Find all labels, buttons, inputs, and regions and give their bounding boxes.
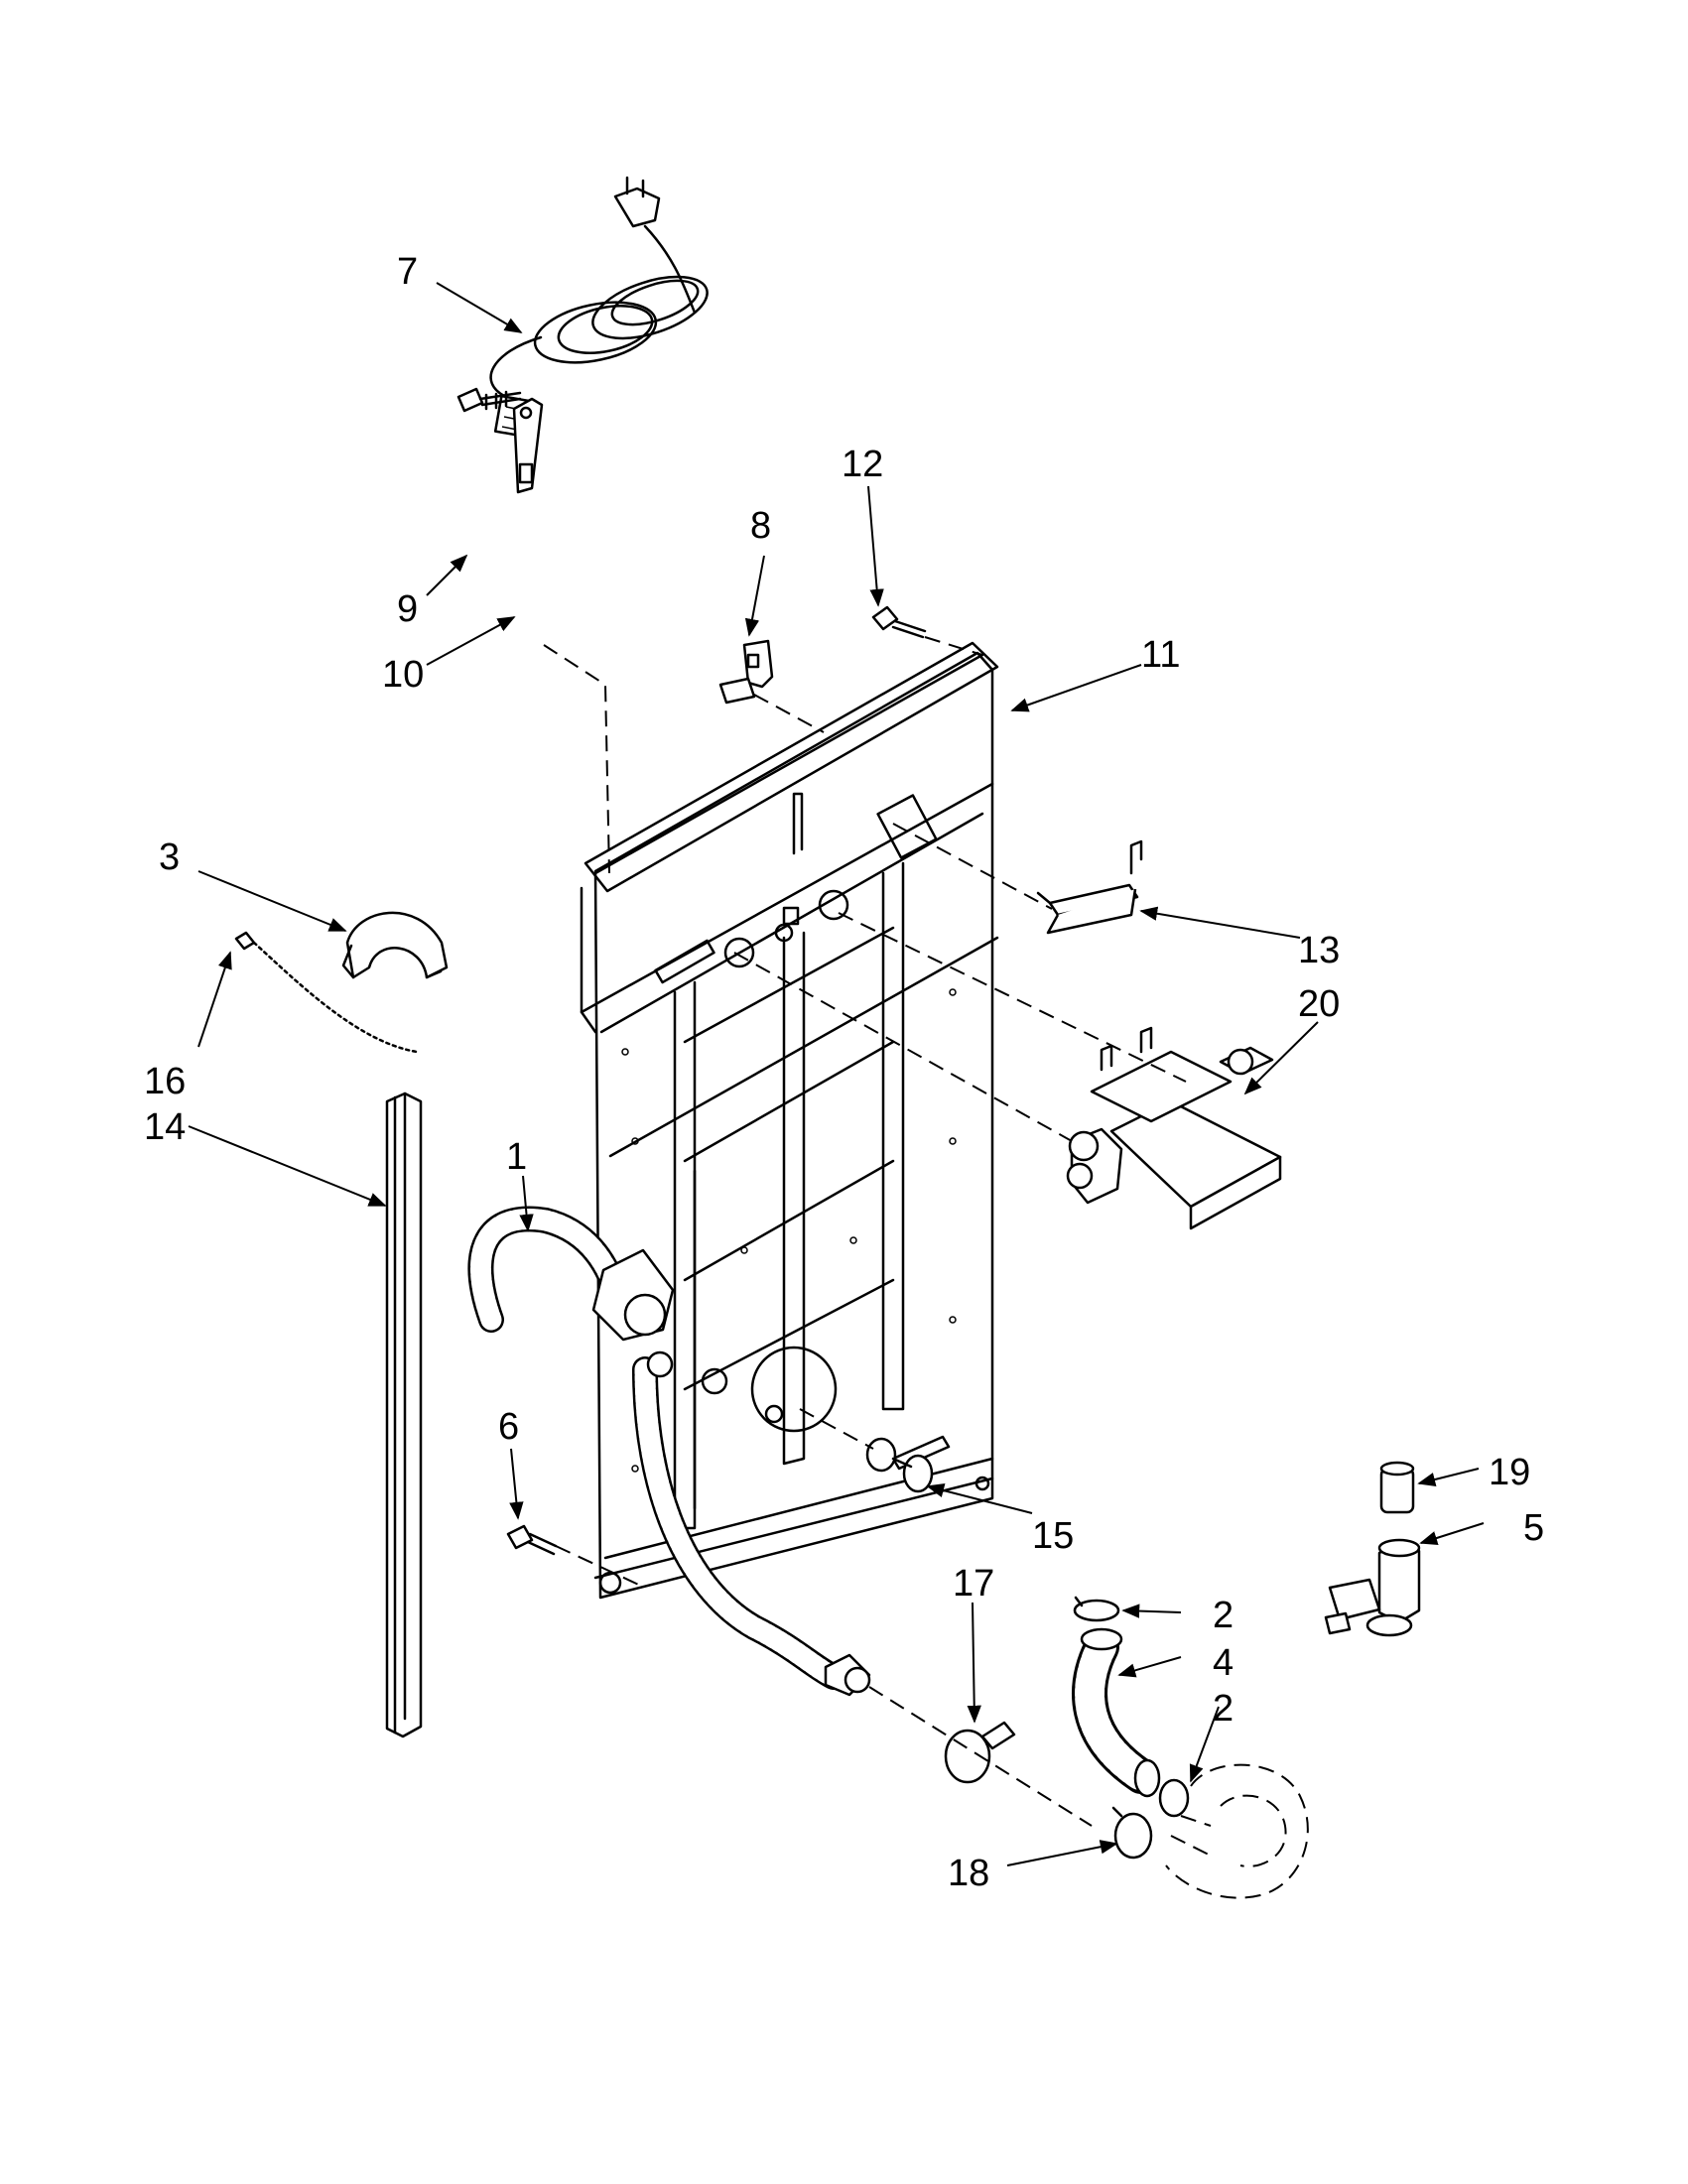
callout-14: 14 [144,1106,186,1148]
callout-2-lower: 2 [1213,1688,1234,1730]
drain-hose-4 [1072,1627,1161,1798]
screw-9 [456,387,522,413]
callout-8: 8 [750,505,771,547]
rear-panel-11 [580,641,999,1600]
bracket-13 [1036,839,1143,935]
clamp-17 [944,1721,1016,1784]
callout-labels: 7 12 8 9 10 11 3 13 20 16 14 1 6 19 5 15… [144,251,1544,1894]
callout-9: 9 [397,588,418,630]
callout-3: 3 [159,836,180,878]
leader-lines [188,282,1485,1866]
callout-13: 13 [1298,930,1340,971]
screw-6 [506,1524,558,1556]
pump-outline [1165,1763,1309,1899]
callout-20: 20 [1298,983,1340,1025]
callout-10: 10 [382,654,424,696]
bead-chain-16 [234,931,419,1054]
clamp-18 [1111,1806,1153,1860]
bracket-10 [512,397,544,494]
callout-11: 11 [1141,634,1180,676]
callout-1: 1 [506,1136,527,1178]
callout-16: 16 [144,1061,186,1102]
cover-3 [341,911,449,979]
callout-15: 15 [1032,1515,1074,1557]
drain-hose-1 [467,1206,871,1697]
trim-strip-14 [385,1092,423,1738]
callout-4: 4 [1213,1642,1234,1684]
power-cord [489,176,709,440]
callout-18: 18 [948,1853,989,1894]
callout-12: 12 [842,444,883,485]
callout-7: 7 [397,251,418,293]
inlet-manifold-20 [1066,1026,1282,1230]
callout-17: 17 [953,1563,994,1605]
pump-5 [1324,1538,1421,1637]
callout-19: 19 [1489,1452,1530,1493]
callout-6: 6 [498,1406,519,1448]
clip-8 [718,639,774,705]
plug-15 [865,1437,934,1493]
hose-clamp-2-lower [1158,1778,1190,1818]
screw-12 [871,605,927,639]
capacitor-19 [1379,1461,1415,1514]
assembly-lines [543,636,1187,1827]
hose-clamp-2-upper [1073,1596,1120,1622]
callout-2-upper: 2 [1213,1595,1234,1636]
callout-5: 5 [1523,1507,1544,1549]
